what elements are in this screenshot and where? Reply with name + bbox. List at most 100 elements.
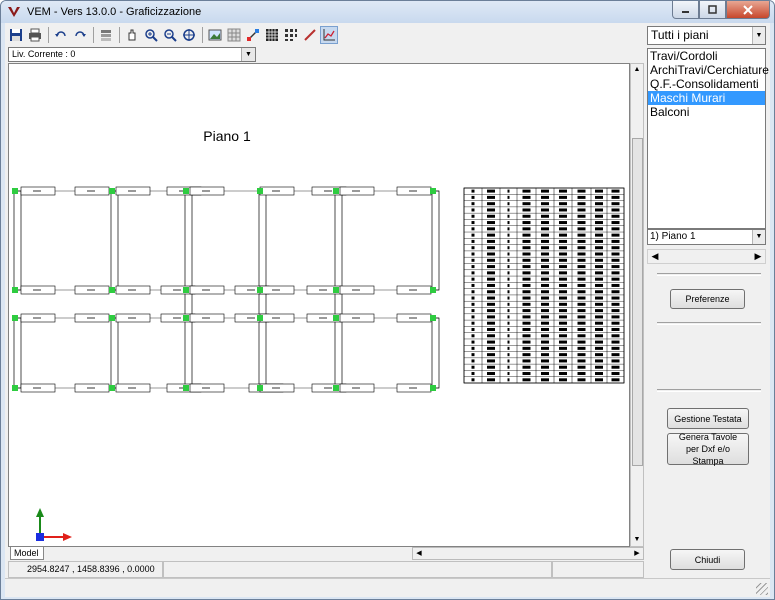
chart-button[interactable] (320, 26, 338, 44)
image-button[interactable] (206, 26, 224, 44)
wall-vertical (431, 190, 440, 291)
table-cell-value (595, 271, 603, 275)
table-cell-value (577, 353, 586, 357)
table-cell-value (577, 378, 586, 382)
table-cell-value (522, 378, 531, 382)
table-cell-value (487, 271, 495, 275)
table-cell-value (507, 365, 510, 369)
vertical-scrollbar[interactable]: ▲ ▼ (630, 63, 644, 547)
table-cell-value (611, 258, 620, 262)
floor-select[interactable]: 1) Piano 1 ▼ (647, 229, 766, 245)
table-cell-value (522, 246, 531, 250)
grid-button[interactable] (225, 26, 243, 44)
table-cell-value (595, 252, 603, 256)
zoom-in-button[interactable] (142, 26, 160, 44)
table-cell-value (611, 195, 620, 199)
model-tab[interactable]: Model (10, 547, 44, 560)
table-cell-value (595, 227, 603, 231)
table-cell-value (522, 302, 531, 306)
table-cell-value (507, 265, 510, 269)
table-cell-value (611, 265, 620, 269)
zoom-out-button[interactable] (161, 26, 179, 44)
node-marker (183, 385, 189, 391)
table-cell-value (595, 309, 603, 313)
close-button[interactable]: Chiudi (670, 549, 745, 570)
table-cell-value (487, 353, 495, 357)
table-cell-value (595, 290, 603, 294)
table-cell-value (595, 321, 603, 325)
node-marker (257, 385, 263, 391)
dots-button[interactable] (282, 26, 300, 44)
list-item[interactable]: Q.F.-Consolidamenti (650, 77, 759, 91)
element-type-list[interactable]: Travi/Cordoli ArchiTravi/Cerchiature Q.F… (647, 48, 769, 229)
table-cell-value (541, 327, 549, 331)
table-cell-value (487, 315, 495, 319)
table-cell-value (522, 309, 531, 313)
table-cell-value (541, 246, 549, 250)
table-cell-value (522, 258, 531, 262)
table-cell-value (522, 353, 531, 357)
zoom-extents-button[interactable] (180, 26, 198, 44)
close-window-button[interactable] (726, 1, 770, 19)
minimize-button[interactable] (672, 1, 699, 19)
table-button[interactable] (263, 26, 281, 44)
node-marker (109, 315, 115, 321)
print-button[interactable] (26, 26, 44, 44)
undo-button[interactable] (52, 26, 70, 44)
table-cell-value (577, 359, 586, 363)
table-cell-value (522, 290, 531, 294)
table-cell-value (541, 365, 549, 369)
scroll-thumb[interactable] (632, 138, 643, 466)
list-item[interactable]: Travi/Cordoli (650, 49, 718, 63)
table-cell-value (541, 309, 549, 313)
scroll-up-icon[interactable]: ▲ (633, 66, 641, 73)
generate-tables-button[interactable]: Genera Tavole per Dxf e/o Stampa (667, 432, 749, 466)
scroll-down-icon[interactable]: ▼ (633, 536, 641, 543)
table-cell-value (577, 283, 586, 287)
table-cell-value (577, 296, 586, 300)
wall-vertical (110, 317, 119, 389)
table-cell-value (487, 283, 495, 287)
horizontal-scrollbar[interactable]: ◀ ▶ (412, 547, 644, 560)
floors-filter-select[interactable]: Tutti i piani ▼ (647, 26, 766, 45)
snap-button[interactable] (244, 26, 262, 44)
floor-scrollbar[interactable]: ◀ ▶ (647, 249, 766, 264)
list-item[interactable]: ArchiTravi/Cerchiature (650, 63, 769, 77)
divider (657, 389, 761, 392)
table-cell-value (487, 246, 495, 250)
scroll-left-icon[interactable]: ◀ (416, 550, 422, 557)
table-cell-value (541, 277, 549, 281)
layers-button[interactable] (97, 26, 115, 44)
drawing-canvas[interactable]: Piano 1 (8, 63, 630, 547)
table-cell-value (541, 283, 549, 287)
line-button[interactable] (301, 26, 319, 44)
table-cell-value (471, 321, 475, 325)
zoom-extents-icon (183, 29, 195, 41)
table-cell-value (541, 378, 549, 382)
preferences-button[interactable]: Preferenze (670, 289, 745, 309)
table-cell-value (541, 296, 549, 300)
table-cell-value (487, 239, 495, 243)
redo-button[interactable] (71, 26, 89, 44)
table-cell-value (471, 202, 475, 206)
grid-icon (227, 28, 241, 42)
table-cell-value (507, 252, 510, 256)
level-select[interactable]: Liv. Corrente : 0 ▼ (8, 47, 256, 62)
table-cell-value (577, 227, 586, 231)
list-item[interactable]: Balconi (650, 105, 690, 119)
list-item-selected[interactable]: Maschi Murari (648, 91, 765, 105)
resize-grip-icon[interactable] (756, 583, 768, 595)
node-marker (12, 287, 18, 293)
table-cell-value (595, 302, 603, 306)
toolbar-separator (48, 27, 49, 43)
maximize-button[interactable] (699, 1, 726, 19)
y-axis-arrowhead (36, 508, 44, 517)
scroll-right-icon[interactable]: ▶ (754, 251, 762, 261)
table-cell-value (577, 372, 586, 376)
header-management-button[interactable]: Gestione Testata (667, 408, 749, 429)
save-button[interactable] (7, 26, 25, 44)
scroll-left-icon[interactable]: ◀ (651, 251, 659, 261)
scroll-right-icon[interactable]: ▶ (634, 550, 640, 557)
pan-button[interactable] (123, 26, 141, 44)
table-cell-value (595, 221, 603, 225)
